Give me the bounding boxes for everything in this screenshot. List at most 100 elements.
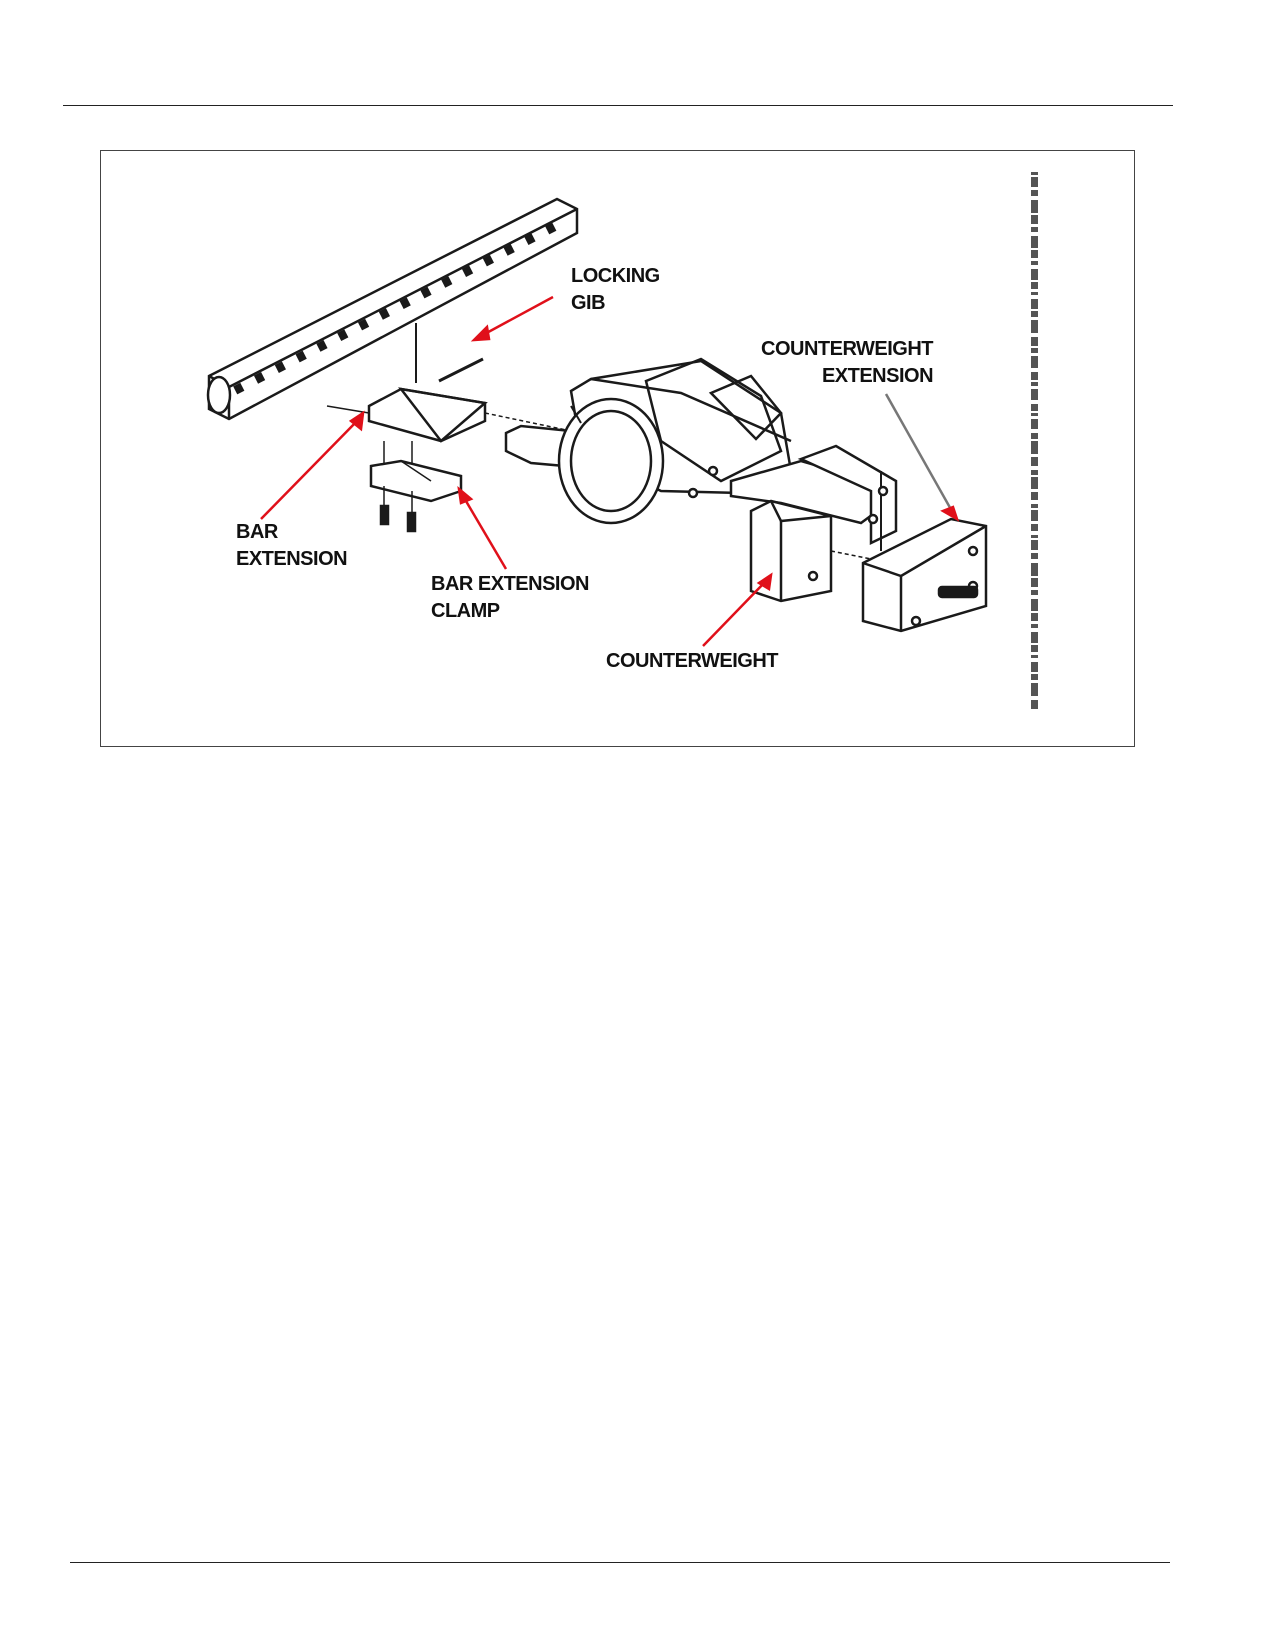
barcode-mark: [1031, 540, 1038, 550]
barcode-mark: [1031, 613, 1038, 621]
barcode-mark: [1031, 172, 1038, 175]
barcode-mark: [1031, 190, 1038, 196]
vertical-reference-barcode: [1028, 172, 1042, 712]
bar-hole: [378, 308, 390, 320]
counterweight-frame: [729, 444, 898, 551]
leader-locking-gib: [480, 295, 554, 338]
label-line: COUNTERWEIGHT: [761, 338, 934, 360]
barcode-mark: [1031, 553, 1038, 559]
arrow-head-locking-gib: [470, 324, 491, 342]
barcode-mark: [1031, 535, 1038, 538]
barcode-mark: [1031, 320, 1038, 333]
bar-hole: [461, 265, 474, 278]
barcode-mark: [1031, 441, 1038, 454]
barcode-mark: [1031, 200, 1038, 213]
bar-hole: [482, 254, 494, 267]
barcode-mark: [1031, 563, 1038, 576]
leader-counterweight-extension: [884, 393, 955, 514]
leader-counterweight: [702, 580, 767, 647]
bar-hole: [316, 340, 328, 352]
barcode-mark: [1031, 492, 1038, 500]
barcode-mark: [1031, 382, 1038, 386]
barcode-mark: [1031, 645, 1038, 652]
bar-hole: [420, 286, 432, 299]
label-bar-extension: BAR EXTENSION: [236, 519, 348, 573]
exploded-assembly-diagram: [206, 197, 988, 647]
barcode-mark: [1031, 404, 1038, 411]
bar-hole: [357, 318, 370, 331]
barcode-mark: [1031, 236, 1038, 248]
label-line: BAR: [236, 521, 278, 543]
barcode-mark: [1031, 662, 1038, 672]
bar-hole: [253, 372, 266, 384]
barcode-mark: [1031, 578, 1038, 587]
bar-hole: [233, 382, 245, 395]
barcode-mark: [1031, 292, 1038, 295]
label-counterweight: COUNTERWEIGHT: [606, 648, 779, 675]
bar-hole: [503, 244, 515, 256]
barcode-mark: [1031, 655, 1038, 658]
yoke-housing: [504, 357, 793, 525]
arrow-head-counterweight-extension: [940, 505, 960, 522]
label-line: CLAMP: [431, 600, 500, 622]
barcode-mark: [1031, 590, 1038, 595]
barcode-strip: [1031, 172, 1038, 709]
label-line: COUNTERWEIGHT: [606, 650, 779, 672]
barcode-mark: [1031, 632, 1038, 643]
figure-frame: LOCKING GIB COUNTERWEIGHT EXTENSION BAR …: [100, 150, 1135, 747]
barcode-mark: [1031, 250, 1038, 258]
bar-hole: [295, 350, 307, 363]
barcode-mark: [1031, 337, 1038, 346]
barcode-mark: [1031, 504, 1038, 508]
bar-hole: [274, 361, 286, 374]
label-line: EXTENSION: [821, 365, 934, 387]
perforated-bar: [206, 197, 579, 421]
bar-hole: [399, 297, 411, 310]
barcode-mark: [1031, 433, 1038, 439]
bar-hole: [441, 276, 453, 288]
barcode-mark: [1031, 470, 1038, 475]
footer-rule: [70, 1562, 1170, 1563]
label-bar-extension-clamp: BAR EXTENSION CLAMP: [431, 571, 589, 625]
label-line: GIB: [571, 292, 606, 314]
leader-bar-extension: [260, 418, 360, 520]
label-line: EXTENSION: [236, 548, 348, 570]
arrow-head-counterweight: [756, 572, 773, 592]
locking-gib: [438, 357, 484, 383]
barcode-mark: [1031, 215, 1038, 224]
barcode-mark: [1031, 227, 1038, 232]
barcode-mark: [1031, 299, 1038, 309]
barcode-mark: [1031, 599, 1038, 611]
counterweight-extension: [861, 517, 988, 633]
barcode-mark: [1031, 457, 1038, 466]
barcode-mark: [1031, 700, 1038, 709]
label-locking-gib: LOCKING GIB: [571, 263, 660, 317]
barcode-mark: [1031, 674, 1038, 680]
barcode-mark: [1031, 413, 1038, 416]
label-line: BAR EXTENSION: [431, 573, 589, 595]
bar-hole: [524, 233, 536, 246]
barcode-mark: [1031, 524, 1038, 531]
barcode-mark: [1031, 269, 1038, 280]
barcode-mark: [1031, 282, 1038, 289]
bar-holes: [233, 222, 557, 395]
barcode-mark: [1031, 510, 1038, 521]
barcode-mark: [1031, 177, 1038, 187]
arrow-head-bar-extension-clamp: [457, 485, 474, 505]
bar-extension-clamp: [369, 459, 463, 533]
bar-extension: [326, 387, 572, 481]
barcode-mark: [1031, 348, 1038, 353]
barcode-mark: [1031, 419, 1038, 429]
barcode-mark: [1031, 477, 1038, 489]
leader-bar-extension-clamp: [461, 495, 508, 570]
label-counterweight-extension: COUNTERWEIGHT EXTENSION: [761, 336, 934, 390]
arrow-head-bar-extension: [348, 410, 365, 432]
bar-hole: [545, 222, 557, 235]
barcode-mark: [1031, 389, 1038, 400]
bar-hole: [337, 329, 349, 342]
barcode-mark: [1031, 356, 1038, 368]
label-line: LOCKING: [571, 265, 660, 287]
leader-arrows: [260, 295, 960, 647]
barcode-mark: [1031, 683, 1038, 696]
header-rule: [63, 105, 1173, 106]
